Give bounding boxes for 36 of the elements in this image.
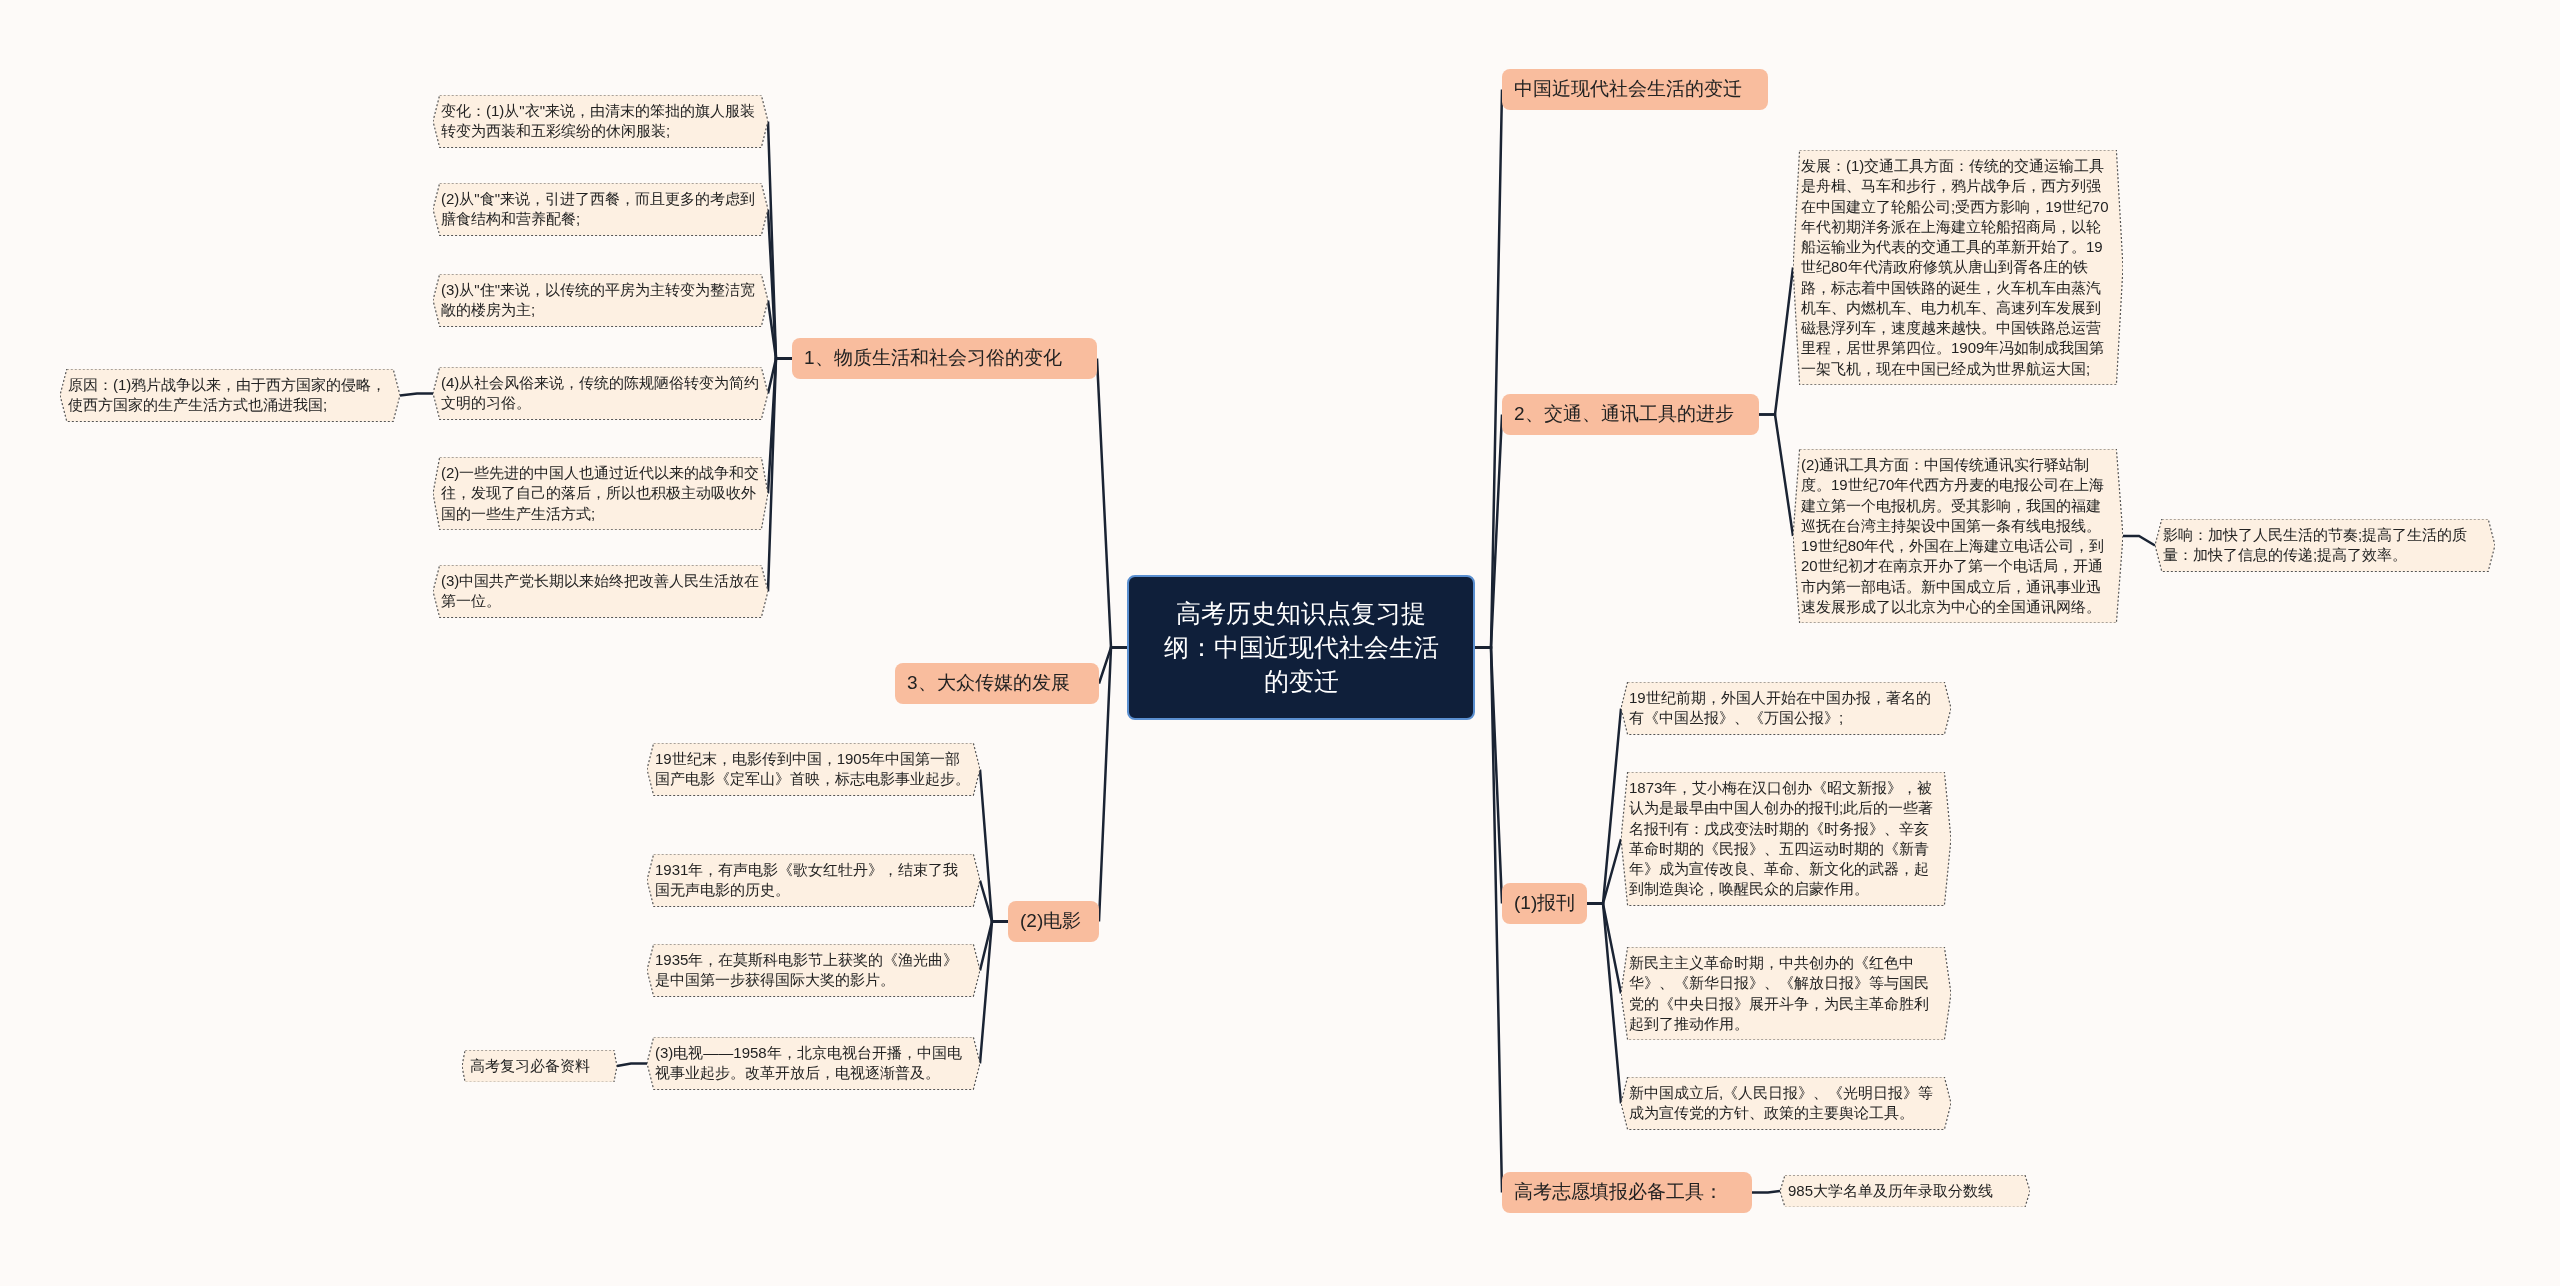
note-box: (3)从"住"来说，以传统的平房为主转变为整洁宽敞的楼房为主; bbox=[433, 274, 768, 327]
note-box: (4)从社会风俗来说，传统的陈规陋俗转变为简约文明的习俗。 bbox=[433, 367, 768, 420]
note-box: 高考复习必备资料 bbox=[462, 1050, 617, 1083]
note-box: 1931年，有声电影《歌女红牡丹》，结束了我国无声电影的历史。 bbox=[647, 854, 980, 907]
note-box: (2)通讯工具方面：中国传统通讯实行驿站制度。19世纪70年代西方丹麦的电报公司在上海建立第一个电报机房。受其影响，我国的福建巡抚在台湾主持架设中国第一条有线电报线。19世纪80年代，外国在上海建立电话公司，到20世纪初才在南京开办了第一个电话局，开通市内第一部电话。新中国成立后，通讯事业迅速发展形成了以北京为中心的全国通讯网络。 bbox=[1793, 449, 2123, 623]
central-topic: 高考历史知识点复习提纲：中国近现代社会生活的变迁 bbox=[1127, 575, 1475, 721]
connector-line bbox=[1587, 902, 1623, 1104]
topic-box: 1、物质生活和社会习俗的变化 bbox=[792, 338, 1097, 379]
connector-line bbox=[766, 357, 792, 592]
note-box: 原因：(1)鸦片战争以来，由于西方国家的侵略，使西方国家的生产生活方式也涌进我国; bbox=[60, 369, 400, 422]
connector-line bbox=[2123, 534, 2156, 547]
note-box: (2)从"食"来说，引进了西餐，而且更多的考虑到膳食结构和营养配餐; bbox=[433, 183, 768, 236]
topic-box: 高考志愿填报必备工具： bbox=[1502, 1172, 1752, 1213]
note-box: (3)电视——1958年，北京电视台开播，中国电视事业起步。改革开放后，电视逐渐普及。 bbox=[647, 1037, 980, 1090]
note-box: 19世纪末，电影传到中国，1905年中国第一部国产电影《定军山》首映，标志电影事业起步。 bbox=[647, 743, 980, 796]
connector-line bbox=[616, 1062, 647, 1068]
note-box: (3)中国共产党长期以来始终把改善人民生活放在第一位。 bbox=[433, 565, 768, 618]
note-box: 影响：加快了人民生活的节奏;提高了生活的质量：加快了信息的传递;提高了效率。 bbox=[2155, 519, 2495, 572]
topic-box: (1)报刊 bbox=[1502, 883, 1587, 924]
connector-line bbox=[978, 920, 1008, 1064]
note-box: 变化：(1)从"衣"来说，由清末的笨拙的旗人服装转变为西装和五彩缤纷的休闲服装; bbox=[433, 95, 768, 148]
connector-line bbox=[1752, 1189, 1781, 1194]
note-box: 985大学名单及历年录取分数线 bbox=[1780, 1175, 2030, 1208]
note-box: 1935年，在莫斯科电影节上获奖的《渔光曲》是中国第一步获得国际大奖的影片。 bbox=[647, 944, 980, 997]
note-box: 新中国成立后,《人民日报》、《光明日报》等成为宣传党的方针、政策的主要舆论工具。 bbox=[1621, 1077, 1951, 1130]
note-box: 发展：(1)交通工具方面：传统的交通运输工具是舟楫、马车和步行，鸦片战争后，西方列强在中国建立了轮船公司;受西方影响，19世纪70年代初期洋务派在上海建立轮船招商局，以轮船运输业为代表的交通工具的革新开始了。19世纪80年代清政府修筑从唐山到胥各庄的铁路，标志着中国铁路的诞生，火车机车由蒸汽机车、内燃机车、电力机车、高速列车发展到磁悬浮列车，速度越来越快。中国铁路总运营里程，居世界第四位。1909年冯如制成我国第一架飞机，现在中国已经成为世界航运大国; bbox=[1793, 150, 2123, 385]
topic-box: 3、大众传媒的发展 bbox=[895, 663, 1099, 704]
topic-box: (2)电影 bbox=[1008, 901, 1099, 942]
note-box: 新民主主义革命时期，中共创办的《红色中华》、《新华日报》、《解放日报》等与国民党的《中央日报》展开斗争，为民主革命胜利起到了推动作用。 bbox=[1621, 947, 1951, 1040]
note-box: 19世纪前期，外国人开始在中国办报，著名的有《中国丛报》、《万国公报》; bbox=[1621, 682, 1951, 735]
topic-box: 2、交通、通讯工具的进步 bbox=[1502, 394, 1759, 435]
note-box: 1873年，艾小梅在汉口创办《昭文新报》，被认为是最早由中国人创办的报刊;此后的一些著名报刊有：戊戌变法时期的《时务报》、辛亥革命时期的《民报》、五四运动时期的《新青年》成为宣传改良、革命、新文化的武器，起到制造舆论，唤醒民众的启蒙作用。 bbox=[1621, 772, 1951, 906]
connector-line bbox=[399, 392, 433, 397]
connector-line bbox=[1097, 646, 1127, 922]
topic-box: 中国近现代社会生活的变迁 bbox=[1502, 69, 1768, 110]
note-box: (2)一些先进的中国人也通过近代以来的战争和交往，发现了自己的落后，所以也积极主动吸收外国的一些生产生活方式; bbox=[433, 457, 768, 530]
